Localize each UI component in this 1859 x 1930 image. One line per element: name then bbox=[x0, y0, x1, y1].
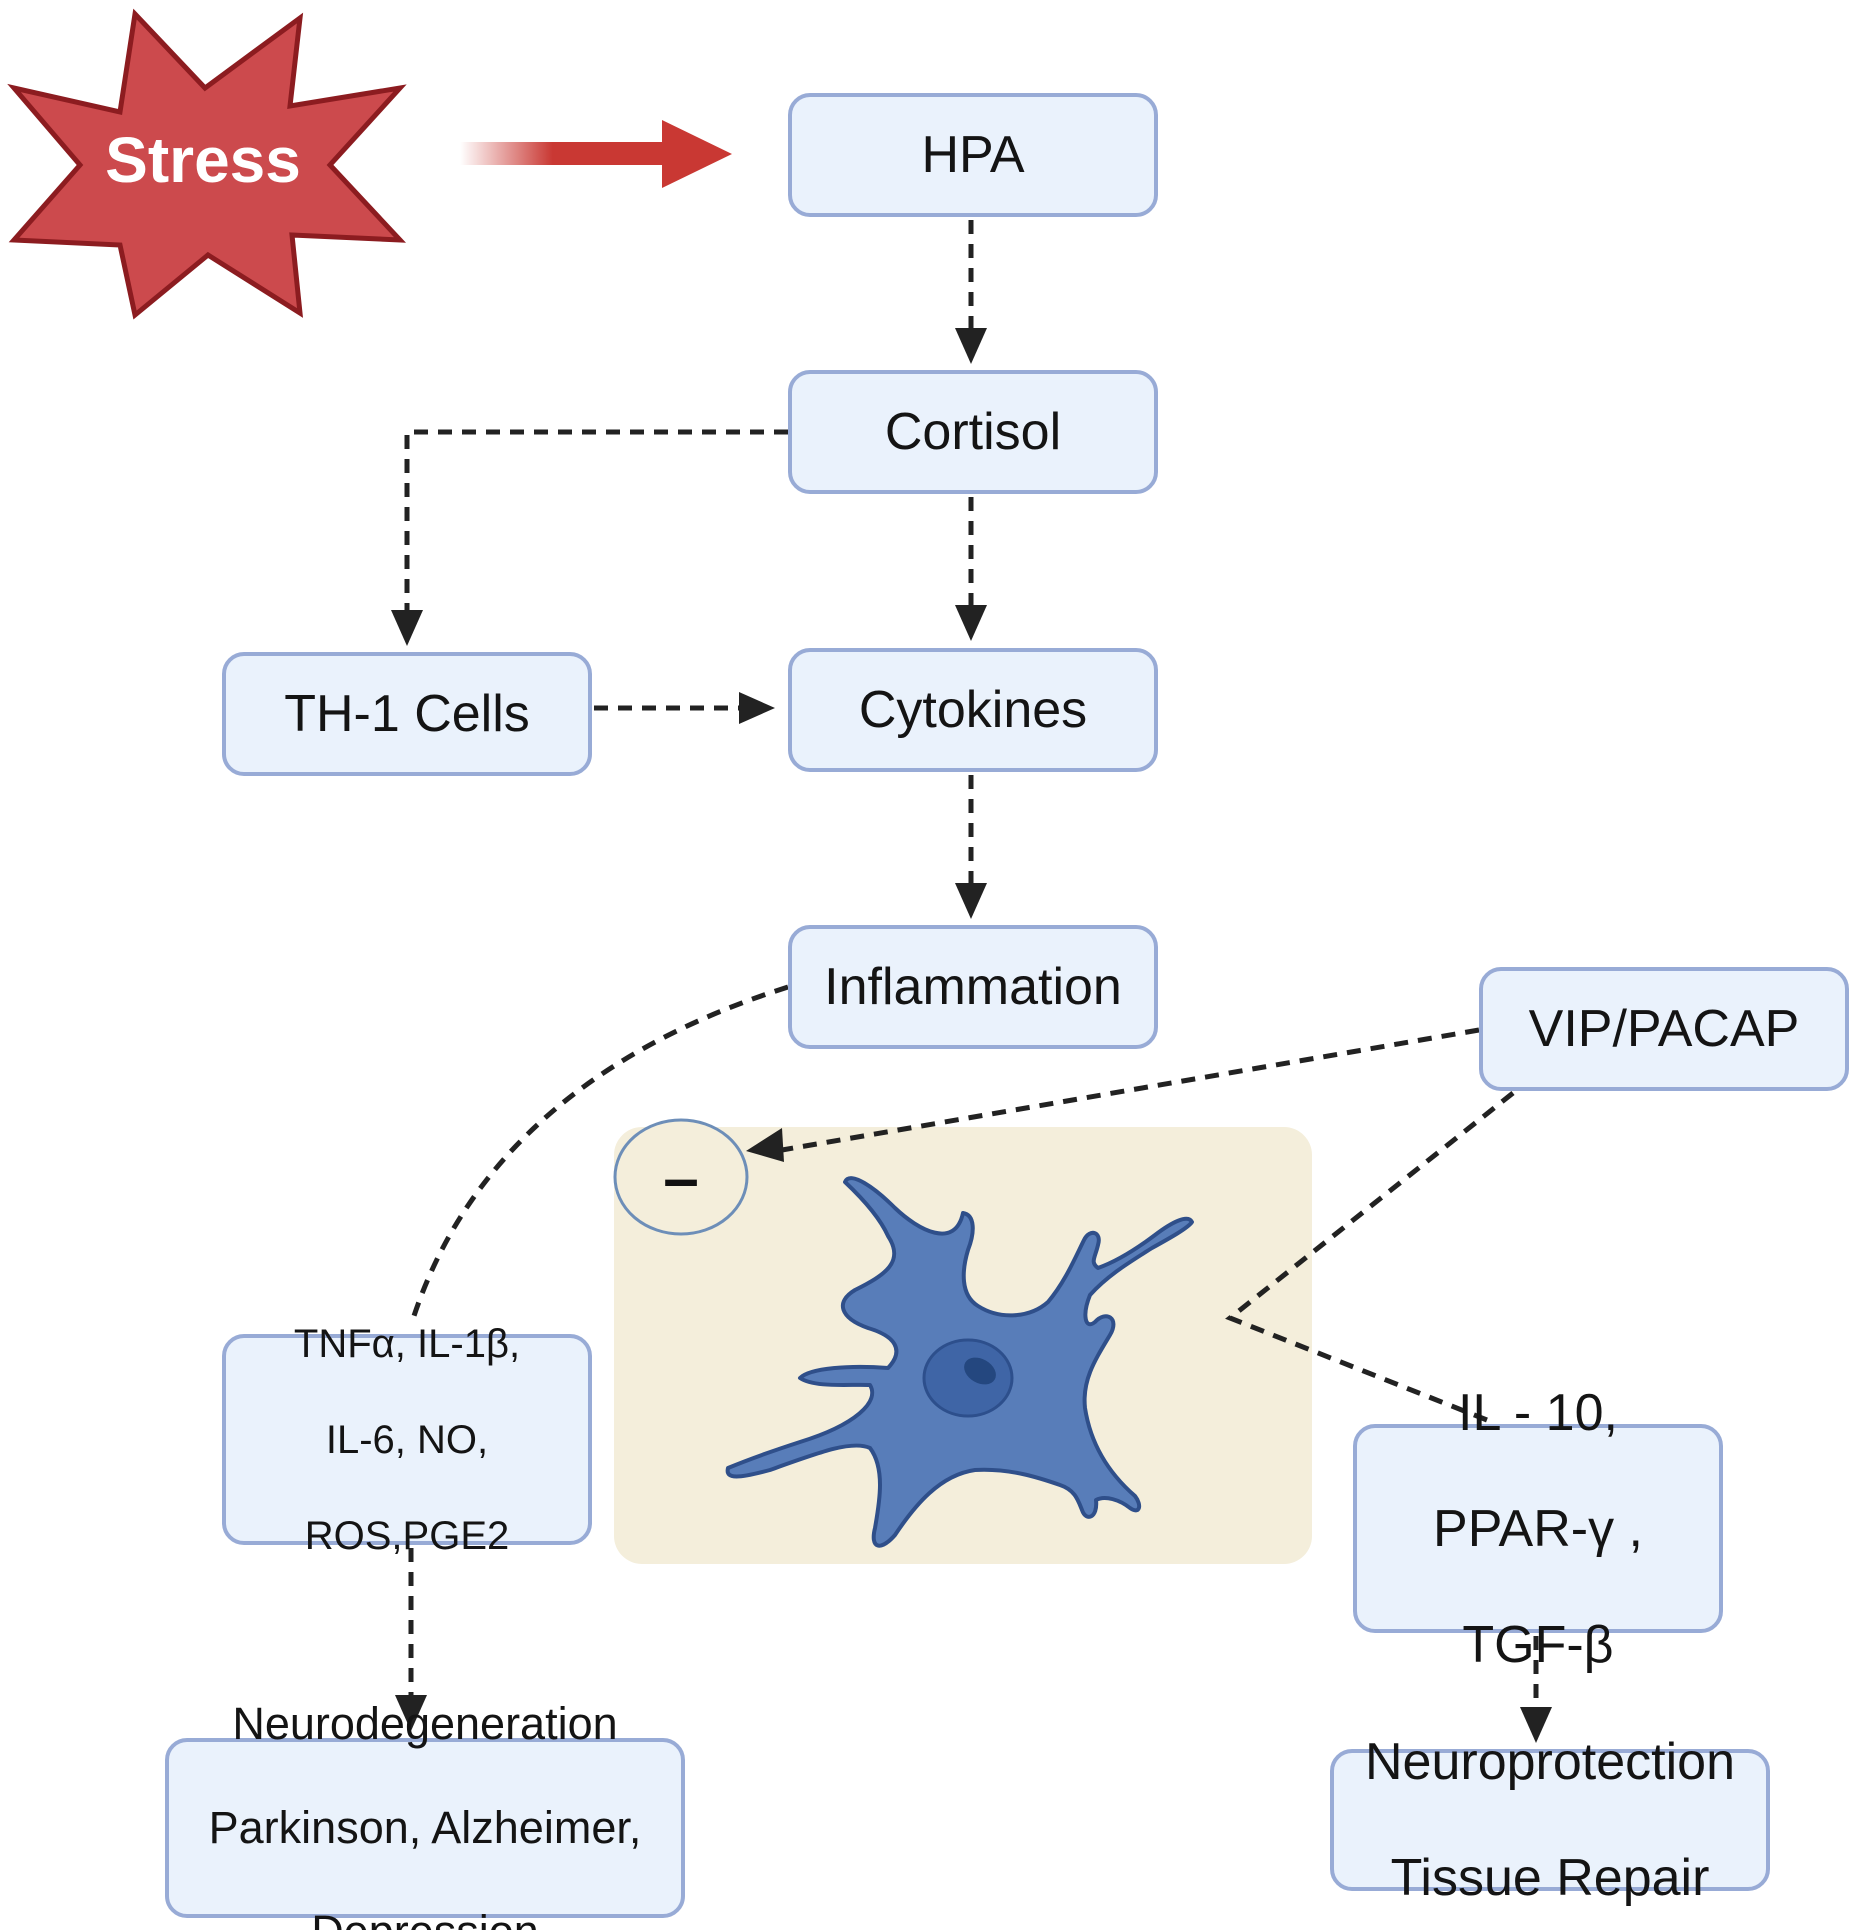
vip-pacap-label: VIP/PACAP bbox=[1528, 1000, 1800, 1058]
cortisol-node: Cortisol bbox=[788, 370, 1158, 494]
anti-inflammatory-line: IL - 10, bbox=[1458, 1383, 1618, 1442]
cortisol-label: Cortisol bbox=[884, 403, 1062, 461]
arrowhead-th1 bbox=[391, 610, 423, 646]
arrowhead-inflammation bbox=[955, 883, 987, 919]
mediators-line: TNFα, IL-1β, bbox=[293, 1321, 521, 1366]
neurodegeneration-line: Neurodegeneration bbox=[232, 1698, 618, 1749]
inhibition-circle bbox=[613, 1118, 749, 1236]
arrowhead-inhibition bbox=[746, 1128, 784, 1162]
cortisol-to-th1-connector bbox=[404, 429, 788, 615]
inflammation-label: Inflammation bbox=[824, 958, 1122, 1016]
arrowhead-cytokines bbox=[955, 605, 987, 641]
neurodegeneration-line: Parkinson, Alzheimer, bbox=[208, 1802, 642, 1853]
anti-inflammatory-line: TGF-β bbox=[1462, 1615, 1614, 1674]
arrowhead-th1-to-cytokines bbox=[739, 692, 775, 724]
neuroprotection-line: Neuroprotection bbox=[1365, 1733, 1735, 1791]
vip-pacap-node: VIP/PACAP bbox=[1479, 967, 1849, 1091]
neurodegeneration-node: Neurodegeneration Parkinson, Alzheimer, … bbox=[165, 1698, 685, 1930]
cytokines-node: Cytokines bbox=[788, 648, 1158, 772]
stress-starburst bbox=[7, 8, 407, 320]
arrowhead-cortisol bbox=[955, 328, 987, 364]
microglia-cell bbox=[725, 1176, 1194, 1548]
th1-cells-label: TH-1 Cells bbox=[284, 685, 530, 743]
hpa-label: HPA bbox=[921, 126, 1025, 184]
inhibition-symbol: – bbox=[663, 1142, 699, 1214]
stress-label: Stress bbox=[105, 124, 301, 196]
vip-to-il10-connector bbox=[1225, 1091, 1515, 1425]
mediators-node: TNFα, IL-1β, IL-6, NO, ROS,PGE2 bbox=[222, 1322, 592, 1558]
inflammation-node: Inflammation bbox=[788, 925, 1158, 1049]
mediators-line: ROS,PGE2 bbox=[304, 1513, 510, 1558]
anti-inflammatory-line: PPAR-γ , bbox=[1433, 1499, 1643, 1558]
neuroprotection-node: Neuroprotection Tissue Repair bbox=[1330, 1733, 1770, 1907]
arrowhead-neurodegeneration bbox=[395, 1695, 427, 1731]
arrowhead-neuroprotection bbox=[1520, 1707, 1552, 1743]
neuroprotection-line: Tissue Repair bbox=[1390, 1849, 1710, 1907]
anti-inflammatory-node: IL - 10, PPAR-γ , TGF-β bbox=[1353, 1384, 1723, 1674]
mediators-line: IL-6, NO, bbox=[325, 1417, 489, 1462]
th1-cells-node: TH-1 Cells bbox=[222, 652, 592, 776]
stress-to-hpa-arrow bbox=[460, 120, 732, 188]
vip-to-inhibition-connector bbox=[781, 1027, 1480, 1153]
hpa-node: HPA bbox=[788, 93, 1158, 217]
neurodegeneration-line: Depression bbox=[209, 1906, 642, 1930]
inflammation-to-mediators-connector bbox=[409, 984, 789, 1323]
cytokines-label: Cytokines bbox=[858, 681, 1088, 739]
